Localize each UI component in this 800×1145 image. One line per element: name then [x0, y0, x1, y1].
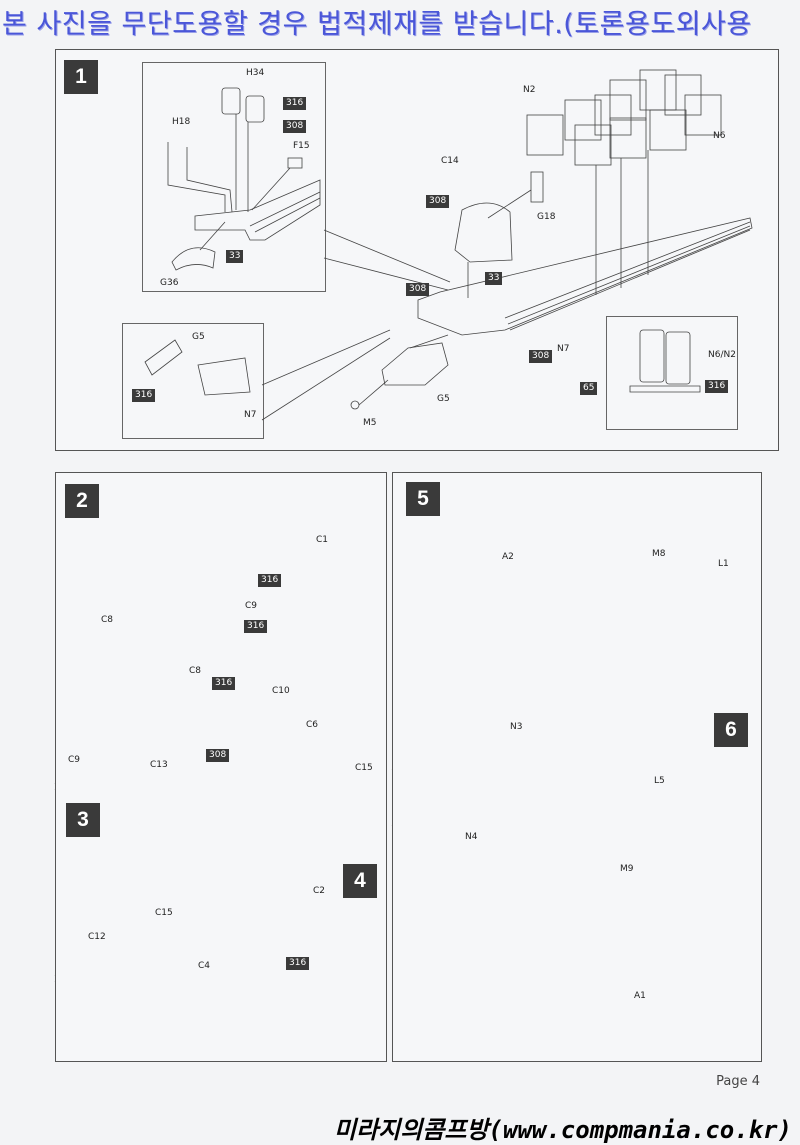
- paint-code-308: 308: [283, 120, 307, 133]
- part-label-c2: C2: [313, 886, 326, 896]
- part-label-c12: C12: [88, 932, 106, 942]
- part-label-c9: C9: [68, 755, 81, 765]
- part-label-c14: C14: [441, 156, 459, 166]
- paint-code-316: 316: [132, 389, 156, 402]
- step-1-inset-nose: [122, 323, 264, 439]
- watermark-top: 본 사진을 무단도용할 경우 법적제재를 받습니다.(토론용도외사용: [2, 9, 752, 40]
- seat-h34-a-drawing: [221, 87, 241, 115]
- step-1-panel: [55, 49, 779, 451]
- part-label-c15: C15: [355, 763, 373, 773]
- part-label-c4: C4: [198, 961, 211, 971]
- part-label-m5: M5: [363, 418, 377, 428]
- paint-code-316: 316: [244, 620, 268, 633]
- step-2-badge: 2: [65, 484, 99, 518]
- part-label-n6-n2: N6/N2: [708, 350, 736, 360]
- inset-label-g5: G5: [192, 332, 205, 342]
- step-4-badge: 4: [343, 864, 377, 898]
- part-f15-drawing: [287, 157, 303, 169]
- part-label-m9: M9: [620, 864, 634, 874]
- part-label-c6: C6: [306, 720, 319, 730]
- step-3-badge: 3: [66, 803, 100, 837]
- part-label-c13: C13: [150, 760, 168, 770]
- part-label-g5: G5: [437, 394, 450, 404]
- cockpit-floor-drawing: [194, 179, 321, 241]
- paint-code-316: 316: [286, 957, 310, 970]
- part-label-h34: H34: [246, 68, 265, 78]
- paint-code-308: 308: [529, 350, 553, 363]
- part-label-n7: N7: [557, 344, 570, 354]
- inset-label-n7: N7: [244, 410, 257, 420]
- part-label-g18: G18: [537, 212, 556, 222]
- step-5-badge: 5: [406, 482, 440, 516]
- part-label-c10: C10: [272, 686, 290, 696]
- part-label-n2: N2: [523, 85, 536, 95]
- part-m5-drawing: [350, 400, 360, 410]
- part-g18-drawing: [530, 171, 544, 203]
- step-6-badge: 6: [714, 713, 748, 747]
- step-1-badge: 1: [64, 60, 98, 94]
- bulkhead-c14-drawing: [454, 202, 513, 263]
- paint-code-316: 316: [705, 380, 729, 393]
- part-label-n4: N4: [465, 832, 478, 842]
- part-label-a1: A1: [634, 991, 646, 1001]
- part-label-c9: C9: [245, 601, 258, 611]
- step-1-inset-cockpit: [142, 62, 326, 292]
- paint-code-308: 308: [426, 195, 450, 208]
- part-label-m8: M8: [652, 549, 666, 559]
- seat-h34-b-drawing: [245, 95, 265, 123]
- paint-code-308: 308: [206, 749, 230, 762]
- step-1-inset-seats: [606, 316, 738, 430]
- paint-code-316: 316: [283, 97, 307, 110]
- part-label-h18: H18: [172, 117, 191, 127]
- part-g5-drawing: [381, 342, 449, 386]
- page-number: Page 4: [716, 1074, 760, 1089]
- part-label-l1: L1: [718, 559, 729, 569]
- part-label-n3: N3: [510, 722, 523, 732]
- watermark-bottom: 미라지의콤프방(www.compmania.co.kr): [334, 1116, 792, 1144]
- part-label-c8: C8: [101, 615, 114, 625]
- part-label-c15: C15: [155, 908, 173, 918]
- part-label-c8: C8: [189, 666, 202, 676]
- part-label-c1: C1: [316, 535, 329, 545]
- paint-code-33: 33: [226, 250, 244, 263]
- steps-2-3-4-panel: [55, 472, 387, 1062]
- part-label-l5: L5: [654, 776, 665, 786]
- paint-code-316: 316: [258, 574, 282, 587]
- paint-code-308: 308: [406, 283, 430, 296]
- part-label-n6: N6: [713, 131, 726, 141]
- part-g36-drawing: [171, 247, 216, 271]
- seat-rows-n2-n6-drawing: [526, 69, 722, 166]
- steps-5-6-panel: [392, 472, 762, 1062]
- paint-code-33: 33: [485, 272, 503, 285]
- part-label-g36: G36: [160, 278, 179, 288]
- part-label-a2: A2: [502, 552, 514, 562]
- paint-code-316: 316: [212, 677, 236, 690]
- part-label-f15: F15: [293, 141, 310, 151]
- paint-code-65: 65: [580, 382, 598, 395]
